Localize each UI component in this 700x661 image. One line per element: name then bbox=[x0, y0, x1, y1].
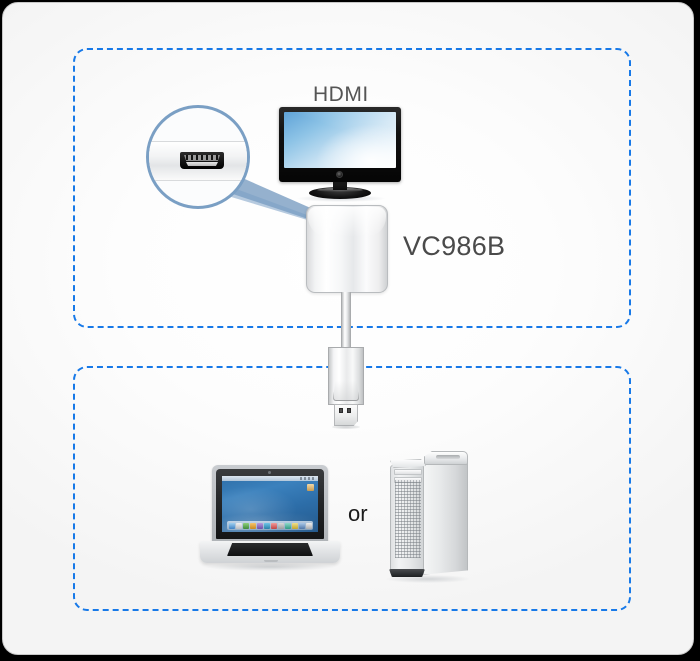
connector-shadow bbox=[332, 425, 360, 429]
hdmi-port-pins bbox=[186, 155, 218, 160]
display-side-group bbox=[73, 48, 631, 328]
monitor-base-highlight bbox=[317, 188, 363, 192]
monitor-neck bbox=[333, 181, 347, 190]
displayport-plug-icon bbox=[334, 404, 358, 426]
laptop-screen bbox=[222, 476, 318, 532]
dock-icon bbox=[243, 522, 249, 529]
adapter-highlight bbox=[308, 207, 386, 237]
monitor-base bbox=[309, 187, 371, 199]
laptop-camera-icon bbox=[268, 471, 271, 474]
tower-side-panel bbox=[420, 459, 468, 575]
monitor-power-button-icon bbox=[336, 171, 343, 178]
connector-pin bbox=[339, 408, 343, 413]
laptop-keyboard bbox=[227, 543, 313, 556]
or-label: or bbox=[348, 501, 368, 526]
tower-handle-slot bbox=[436, 455, 460, 459]
hdmi-label: HDMI bbox=[313, 83, 369, 106]
dock-icon bbox=[250, 522, 256, 529]
dock-icon bbox=[257, 522, 263, 529]
displayport-connector-illustration bbox=[328, 347, 364, 437]
tower-grille bbox=[395, 480, 421, 558]
tower-drive-bay bbox=[394, 469, 422, 475]
laptop-shadow bbox=[206, 563, 334, 571]
connector-pin bbox=[347, 408, 351, 413]
dock-icon bbox=[285, 522, 291, 529]
adapter-cable bbox=[341, 292, 351, 348]
dock-icon bbox=[264, 522, 270, 529]
model-label: VC986B bbox=[403, 231, 506, 261]
diagram-frame: HDMI VC986B bbox=[2, 2, 694, 655]
connector-shell-notch bbox=[333, 381, 359, 401]
monitor-illustration bbox=[279, 107, 401, 202]
dock-icon bbox=[278, 522, 284, 529]
hdmi-port-icon bbox=[180, 152, 224, 169]
monitor-screen bbox=[284, 112, 396, 168]
hdmi-port-slot bbox=[186, 162, 218, 166]
dock-icon bbox=[236, 522, 242, 529]
laptop-latch-notch bbox=[264, 560, 278, 562]
dock-icon bbox=[299, 522, 305, 529]
laptop-illustration bbox=[200, 465, 340, 573]
dock-icon bbox=[292, 522, 298, 529]
tower-front-panel bbox=[390, 465, 424, 575]
monitor-screen-glare bbox=[284, 112, 396, 168]
dock-icon bbox=[306, 522, 312, 529]
tower-foot bbox=[389, 569, 425, 577]
dock-icon bbox=[229, 522, 235, 529]
magnifier-callout bbox=[146, 105, 322, 222]
laptop-dock bbox=[227, 521, 313, 530]
laptop-menubar bbox=[222, 476, 318, 481]
tower-illustration bbox=[384, 451, 472, 583]
adapter-illustration bbox=[306, 205, 388, 293]
magnifier-lens bbox=[146, 105, 250, 209]
tower-shadow bbox=[386, 575, 470, 583]
dock-icon bbox=[271, 522, 277, 529]
laptop-desktop-icon bbox=[307, 484, 314, 491]
